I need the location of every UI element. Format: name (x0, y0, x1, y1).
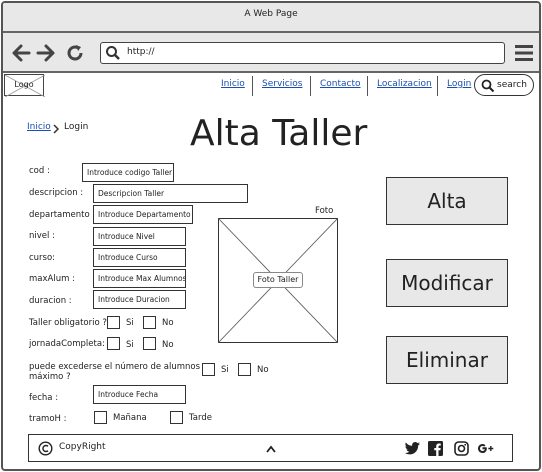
chevron-right-icon (53, 124, 60, 134)
jornada-completa-si-label: Si (126, 340, 134, 350)
departamento-input[interactable]: Introduce Departamento (93, 205, 193, 224)
taller-obligatorio-no-label: No (162, 318, 174, 328)
photo-label: Foto (315, 206, 334, 216)
search-icon (106, 46, 120, 60)
google-plus-icon[interactable] (477, 441, 495, 456)
copyright-icon (38, 441, 53, 456)
search-icon (481, 79, 495, 93)
nivel-input[interactable]: Introduce Nivel (93, 227, 186, 246)
nav-login[interactable]: Login (447, 79, 472, 89)
facebook-icon[interactable] (428, 441, 443, 456)
modificar-button[interactable]: Modificar (386, 259, 508, 307)
taller-obligatorio-si-label: Si (126, 318, 134, 328)
logo-placeholder-icon (5, 75, 45, 97)
page-title: Alta Taller (190, 113, 368, 154)
nav-localizacion[interactable]: Localizacion (377, 79, 432, 89)
window-title: A Web Page (3, 3, 539, 33)
nav-inicio[interactable]: Inicio (221, 79, 245, 89)
duracion-label: duracion : (29, 296, 72, 306)
tramo-manana-label: Mañana (113, 413, 147, 423)
logo-text: Logo (14, 80, 34, 89)
back-arrow-icon[interactable] (11, 43, 31, 63)
exceder-no-label: No (257, 365, 269, 375)
jornada-completa-si-checkbox[interactable] (107, 337, 120, 350)
descripcion-input[interactable]: Descripcion Taller (93, 184, 248, 203)
alta-button[interactable]: Alta (386, 177, 508, 225)
search-label: search (497, 80, 527, 90)
breadcrumb: Inicio (27, 122, 51, 132)
fecha-label: fecha : (29, 393, 59, 403)
exceder-si-checkbox[interactable] (202, 363, 215, 376)
logo[interactable]: Logo (4, 74, 45, 97)
nav-divider (437, 76, 438, 96)
taller-obligatorio-label: Taller obligatorio ? (29, 318, 107, 328)
search-button[interactable]: search (474, 74, 534, 96)
maxalum-input[interactable]: Introduce Max Alumnos (93, 269, 186, 288)
departamento-label: departamento : (29, 210, 96, 220)
copyright-text: CopyRight (59, 442, 106, 452)
exceder-label-line2: máximo ? (29, 372, 71, 382)
maxalum-label: maxAlum : (29, 274, 75, 284)
footer: CopyRight (28, 434, 513, 462)
nav-divider (252, 76, 253, 96)
nav-servicios[interactable]: Servicios (262, 79, 303, 89)
jornada-completa-no-checkbox[interactable] (143, 337, 156, 350)
curso-label: curso: (29, 253, 56, 263)
tramo-label: tramoH : (29, 414, 67, 424)
exceder-no-checkbox[interactable] (238, 363, 251, 376)
jornada-completa-no-label: No (162, 340, 174, 350)
photo-tag: Foto Taller (253, 272, 303, 288)
breadcrumb-inicio[interactable]: Inicio (27, 122, 51, 132)
exceder-label-line1: puede excederse el número de alumnos (29, 362, 201, 372)
tramo-manana-checkbox[interactable] (94, 411, 107, 424)
forward-arrow-icon[interactable] (36, 43, 56, 63)
fecha-input[interactable]: Introduce Fecha (93, 385, 186, 404)
nivel-label: nivel : (29, 231, 55, 241)
nav-contacto[interactable]: Contacto (320, 79, 361, 89)
url-text: http:// (127, 47, 155, 57)
nav-divider (310, 76, 311, 96)
eliminar-button[interactable]: Eliminar (386, 336, 508, 384)
browser-toolbar: http:// (3, 33, 539, 73)
taller-obligatorio-si-checkbox[interactable] (107, 316, 120, 329)
taller-obligatorio-no-checkbox[interactable] (143, 316, 156, 329)
instagram-icon[interactable] (454, 441, 469, 456)
duracion-input[interactable]: Introduce Duracion (93, 290, 186, 309)
descripcion-label: descripcion : (29, 188, 84, 198)
nav-divider (367, 76, 368, 96)
cod-label: cod : (29, 166, 50, 176)
url-input[interactable]: http:// (100, 42, 505, 64)
tramo-tarde-checkbox[interactable] (170, 411, 183, 424)
cod-input[interactable]: Introduce codigo Taller (82, 163, 174, 182)
breadcrumb-current: Login (64, 122, 89, 132)
tramo-tarde-label: Tarde (189, 413, 212, 423)
exceder-si-label: Si (221, 365, 229, 375)
jornada-completa-label: jornadaCompleta: (29, 339, 105, 349)
chevron-up-icon[interactable] (265, 444, 277, 454)
reload-icon[interactable] (65, 43, 85, 63)
twitter-icon[interactable] (405, 441, 421, 456)
curso-input[interactable]: Introduce Curso (93, 248, 186, 267)
hamburger-menu-icon[interactable] (514, 44, 534, 62)
